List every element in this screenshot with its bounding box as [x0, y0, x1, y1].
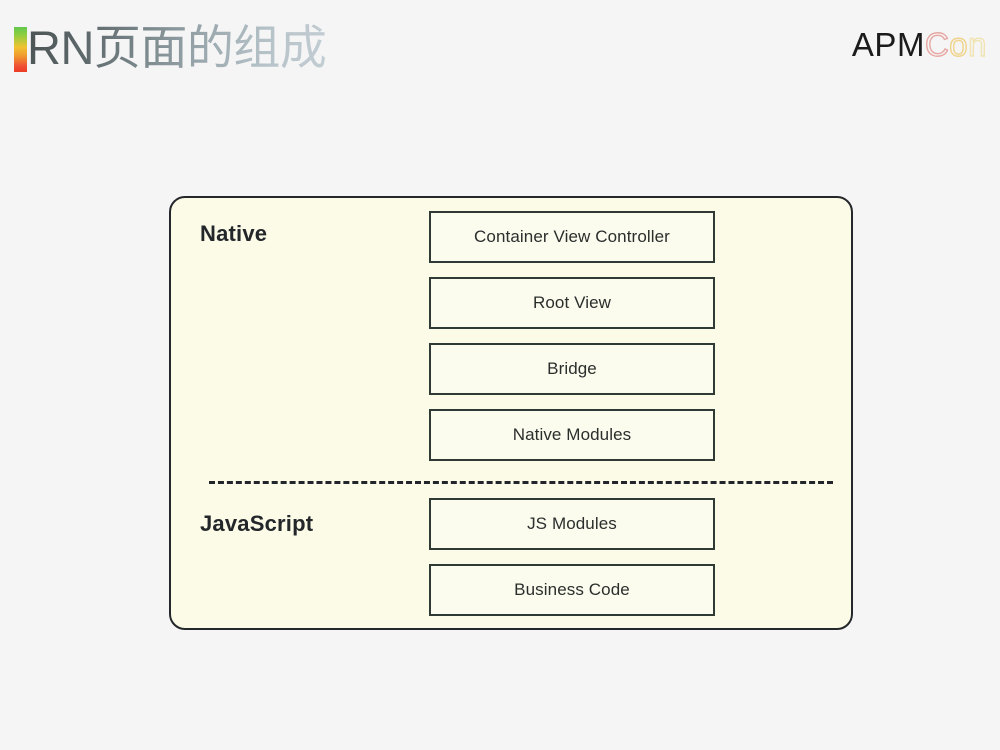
brand-logo-letter-n: n	[967, 25, 987, 63]
stack-box-bridge: Bridge	[429, 343, 715, 395]
stack-box-root-view: Root View	[429, 277, 715, 329]
brand-logo-apm: APM	[851, 26, 925, 63]
gradient-accent-bar-icon	[14, 27, 27, 72]
stack-box-js-modules: JS Modules	[429, 498, 715, 550]
brand-logo-letter-c: C	[924, 25, 950, 63]
stack-box-business-code: Business Code	[429, 564, 715, 616]
layer-label-javascript: JavaScript	[200, 511, 314, 536]
stack-box-native-modules: Native Modules	[429, 409, 715, 461]
slide-header: RN页面的组成 APMCon	[0, 0, 1000, 100]
page-title: RN页面的组成	[27, 17, 327, 79]
brand-logo: APMCon	[851, 25, 987, 64]
stack-box-container-view-controller: Container View Controller	[429, 211, 715, 263]
architecture-diagram-panel: Native Container View Controller Root Vi…	[169, 196, 853, 630]
layer-label-native: Native	[200, 221, 268, 246]
brand-logo-letter-o: o	[949, 25, 969, 63]
dashed-divider-icon	[209, 481, 833, 484]
